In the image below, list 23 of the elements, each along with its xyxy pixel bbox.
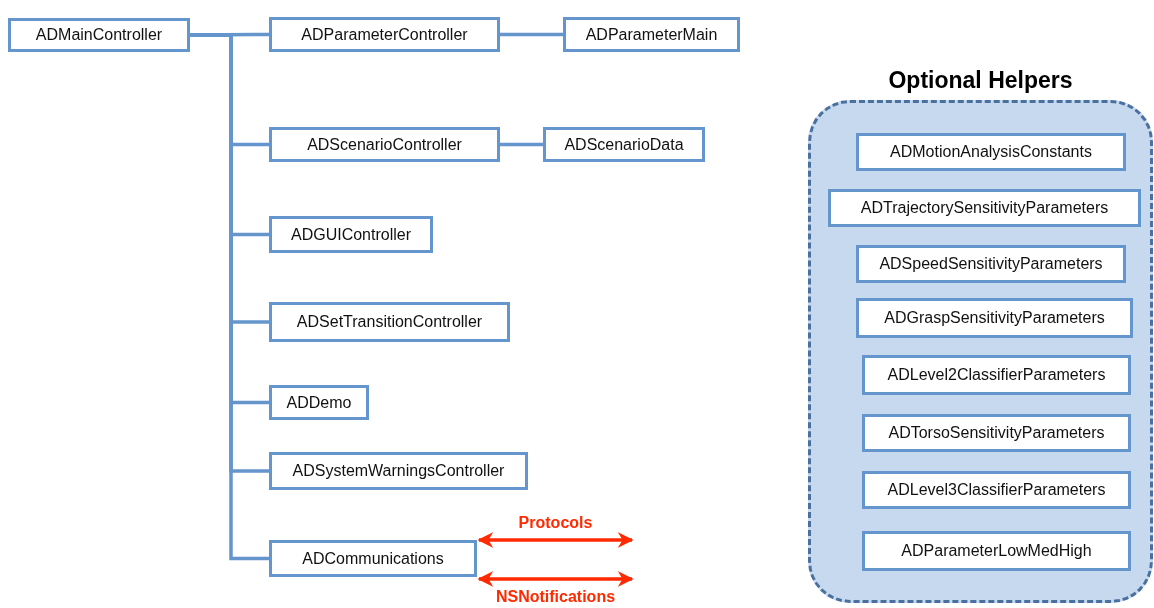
class-box: ADScenarioController [269, 127, 500, 162]
class-box: ADParameterMain [563, 17, 740, 52]
class-box: ADParameterLowMedHigh [862, 531, 1131, 571]
class-box: ADScenarioData [543, 127, 705, 162]
class-box: ADMotionAnalysisConstants [856, 133, 1126, 171]
class-box: ADParameterController [269, 17, 500, 52]
connector-line [500, 32, 563, 37]
class-box: ADLevel2ClassifierParameters [862, 355, 1131, 395]
double-arrow [477, 532, 634, 548]
class-box: ADGUIController [269, 216, 433, 253]
class-box: ADMainController [8, 18, 190, 52]
class-box: ADGraspSensitivityParameters [856, 298, 1133, 338]
class-box: ADSetTransitionController [269, 302, 510, 342]
group-title: Optional Helpers [887, 67, 1074, 94]
class-box: ADSystemWarningsController [269, 452, 528, 490]
class-box: ADDemo [269, 385, 369, 420]
class-box: ADTorsoSensitivityParameters [862, 414, 1131, 452]
class-box: ADSpeedSensitivityParameters [856, 245, 1126, 283]
double-arrow [477, 571, 634, 587]
class-box: ADTrajectorySensitivityParameters [828, 189, 1141, 227]
class-box: ADCommunications [269, 540, 477, 577]
connector-line [500, 142, 543, 147]
class-box: ADLevel3ClassifierParameters [862, 471, 1131, 509]
